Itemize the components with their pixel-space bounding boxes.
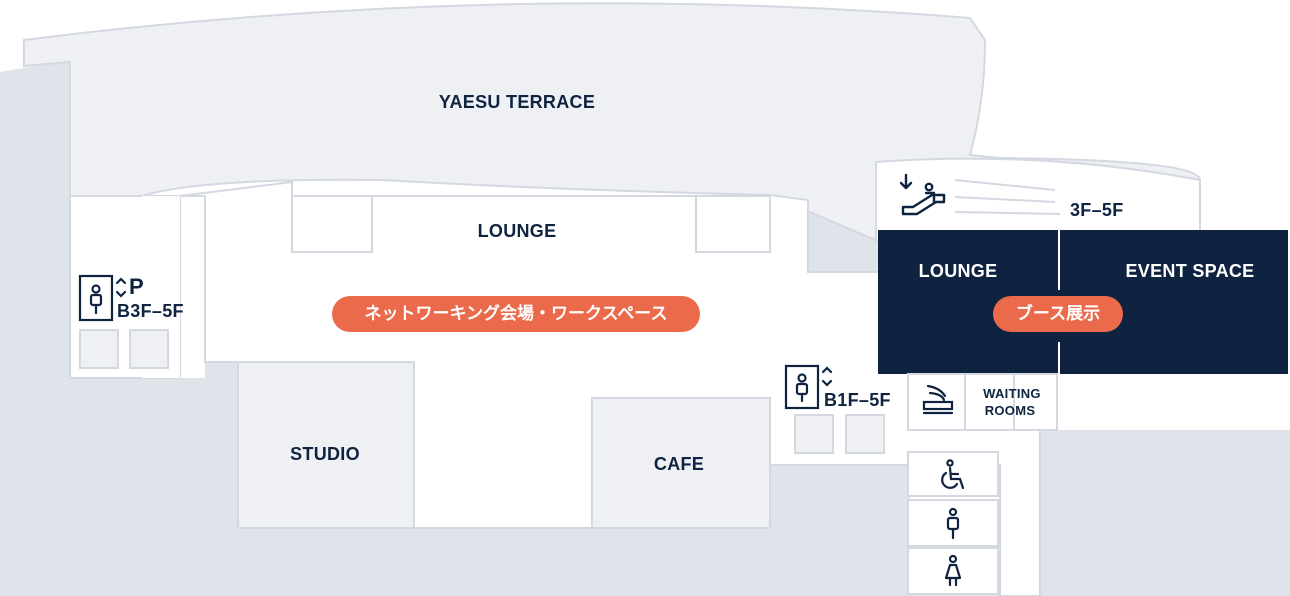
elevator-icon: [784, 364, 833, 410]
cafe-room[interactable]: [591, 397, 771, 529]
lounge-3f-label: LOUNGE: [918, 261, 998, 281]
mens-restroom-icon: [946, 507, 960, 540]
parking-column: [69, 195, 181, 379]
parking-floors-label: B3F–5F: [117, 301, 184, 321]
cafe-label: CAFE: [653, 454, 705, 474]
elevator-car-2: [845, 414, 885, 454]
escalator-floors-label: 3F–5F: [1070, 200, 1124, 220]
accessible-restroom-icon: [941, 459, 965, 490]
waiting-rooms-label-line1: WAITING: [983, 386, 1041, 401]
event-space-label: EVENT SPACE: [1125, 261, 1255, 281]
studio-label: STUDIO: [290, 444, 360, 464]
escalator-icon: [899, 173, 946, 216]
elevator-floors-label: B1F–5F: [824, 390, 891, 410]
lounge-side-room-right: [695, 195, 771, 253]
lounge-main-label: LOUNGE: [477, 221, 557, 241]
waiting-rooms-label-line2: ROOMS: [984, 403, 1036, 418]
studio-room[interactable]: [237, 361, 415, 529]
smoking-icon: [922, 384, 954, 415]
womens-restroom-icon: [944, 554, 962, 587]
waiting-rooms[interactable]: [964, 373, 1058, 431]
elevator-car-1: [794, 414, 834, 454]
booth-exhibit-tag: ブース展示: [993, 296, 1123, 332]
parking-elevator-icon: [78, 274, 127, 322]
parking-letter: P: [129, 274, 144, 299]
networking-workspace-tag: ネットワーキング会場・ワークスペース: [332, 296, 700, 332]
yaesu-terrace-label: YAESU TERRACE: [438, 92, 596, 112]
lounge-side-room-left: [291, 195, 373, 253]
escalator-area: [875, 157, 1201, 243]
